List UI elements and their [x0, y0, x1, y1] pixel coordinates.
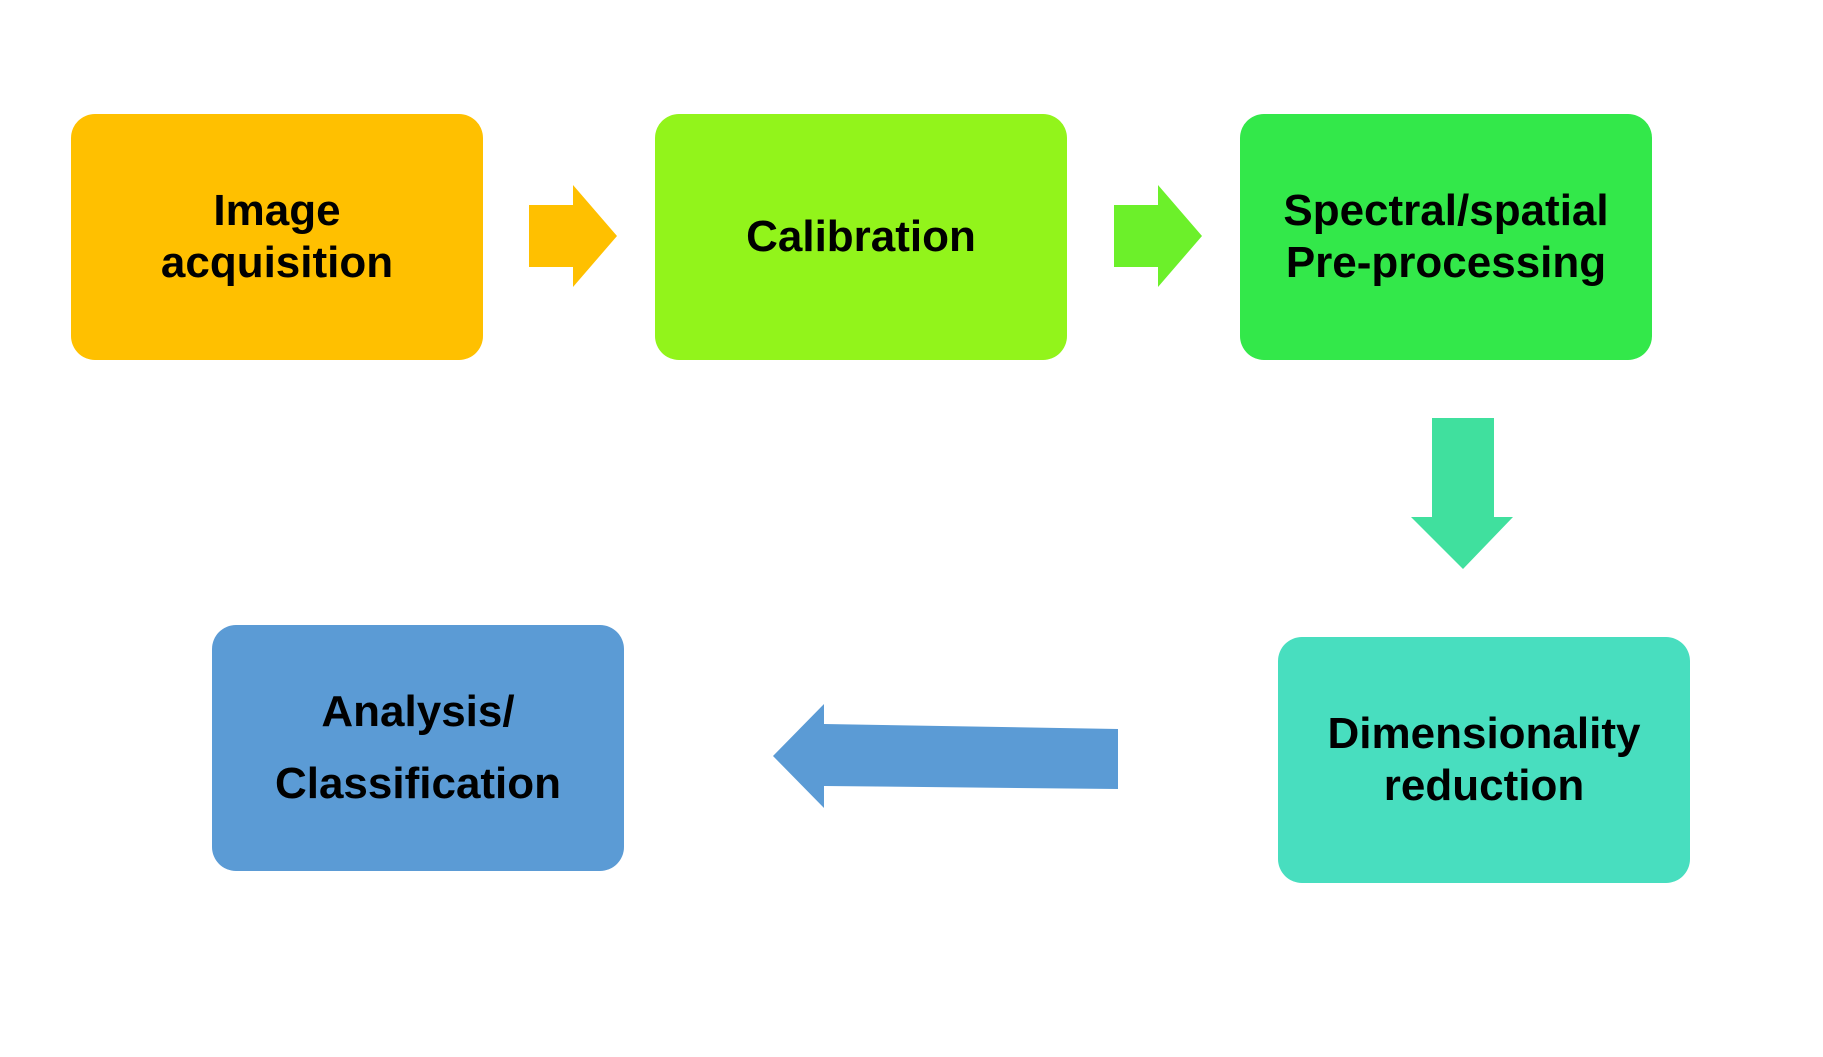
- step-analysis-classification: Analysis/ Classification: [212, 625, 624, 871]
- step-label: Pre-processing: [1285, 238, 1607, 287]
- step-preprocessing: Spectral/spatial Pre-processing: [1240, 114, 1652, 360]
- step-label: Calibration: [746, 212, 976, 262]
- step-dimensionality-reduction: Dimensionality reduction: [1278, 637, 1690, 883]
- step-label: Dimensionality: [1327, 709, 1641, 759]
- arrow-left-icon: [773, 704, 1118, 808]
- step-label: Spectral/spatial: [1283, 186, 1609, 236]
- step-label: Image: [213, 186, 341, 236]
- step-label: reduction: [1383, 761, 1585, 810]
- step-label: acquisition: [160, 238, 394, 287]
- arrow-right-icon: [1114, 185, 1202, 287]
- step-label: Classification: [274, 759, 562, 808]
- arrow-right-icon: [529, 185, 617, 287]
- step-calibration: Calibration: [655, 114, 1067, 360]
- step-image-acquisition: Image acquisition: [71, 114, 483, 360]
- step-label: Analysis/: [321, 687, 515, 737]
- arrow-down-icon: [1411, 418, 1513, 569]
